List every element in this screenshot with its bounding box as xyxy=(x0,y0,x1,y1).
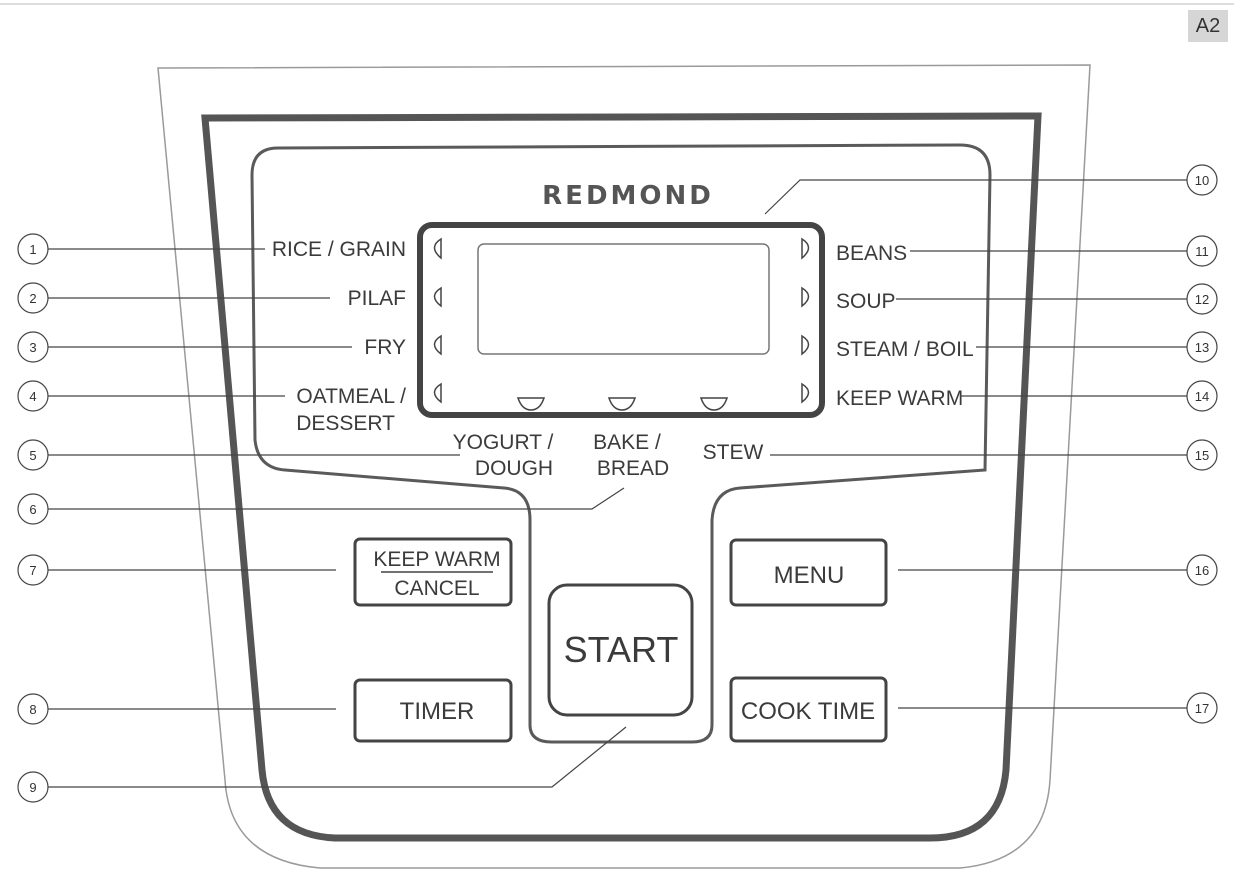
svg-text:6: 6 xyxy=(29,502,36,517)
label-oatmeal: OATMEAL / xyxy=(296,385,406,408)
callout-1: 1 xyxy=(17,233,49,265)
label-pilaf: PILAF xyxy=(348,287,406,310)
start-button[interactable]: START xyxy=(547,583,694,717)
keep-warm-button-label: KEEP WARM xyxy=(373,548,500,571)
callout-10: 10 xyxy=(1186,164,1218,196)
lcd-screen xyxy=(477,243,770,355)
inner-panel xyxy=(250,143,992,744)
label-bread: BREAD xyxy=(597,457,669,480)
svg-text:15: 15 xyxy=(1195,448,1209,463)
callout-11: 11 xyxy=(1186,235,1218,267)
cook-time-button-label: COOK TIME xyxy=(741,698,875,725)
label-dessert: DESSERT xyxy=(296,412,395,435)
indicator-keep-warm xyxy=(801,382,810,404)
callout-3: 3 xyxy=(17,331,49,363)
display-frame xyxy=(417,222,825,418)
svg-text:16: 16 xyxy=(1195,563,1209,578)
indicator-oatmeal xyxy=(433,382,442,404)
cook-time-button[interactable]: COOK TIME xyxy=(729,676,888,743)
label-dough: DOUGH xyxy=(475,457,553,480)
callout-15: 15 xyxy=(1186,439,1218,471)
label-keep-warm: KEEP WARM xyxy=(836,387,963,410)
label-beans: BEANS xyxy=(836,242,907,265)
timer-button[interactable]: TIMER xyxy=(353,678,513,743)
svg-text:14: 14 xyxy=(1195,389,1209,404)
callout-2: 2 xyxy=(17,282,49,314)
page-tag: A2 xyxy=(1188,10,1228,42)
indicator-soup xyxy=(801,286,810,308)
label-stew: STEW xyxy=(703,441,764,464)
callout-7: 7 xyxy=(17,554,49,586)
indicator-rice xyxy=(433,237,442,260)
svg-text:2: 2 xyxy=(29,291,36,306)
timer-button-label: TIMER xyxy=(400,698,475,725)
callout-17: 17 xyxy=(1186,692,1218,724)
menu-button-label: MENU xyxy=(774,562,845,589)
callout-8: 8 xyxy=(17,693,49,725)
svg-text:12: 12 xyxy=(1195,292,1209,307)
callout-14: 14 xyxy=(1186,380,1218,412)
indicator-stew xyxy=(699,397,729,411)
callout-5: 5 xyxy=(17,439,49,471)
callout-12: 12 xyxy=(1186,283,1218,315)
svg-text:1: 1 xyxy=(29,242,36,257)
indicator-yogurt xyxy=(516,397,546,411)
callout-6: 6 xyxy=(17,493,49,525)
label-soup: SOUP xyxy=(836,290,896,313)
brand-logo: REDMOND xyxy=(542,181,714,211)
indicator-beans xyxy=(801,237,810,260)
menu-button[interactable]: MENU xyxy=(729,538,888,607)
indicator-bake xyxy=(607,397,637,411)
svg-text:11: 11 xyxy=(1195,244,1209,259)
keep-warm-cancel-button[interactable]: KEEP WARM CANCEL xyxy=(353,537,513,607)
svg-text:4: 4 xyxy=(29,389,36,404)
svg-text:17: 17 xyxy=(1195,701,1209,716)
cancel-button-label: CANCEL xyxy=(394,577,479,600)
label-steam-boil: STEAM / BOIL xyxy=(836,338,974,361)
indicator-fry xyxy=(433,334,442,356)
start-button-label: START xyxy=(564,629,679,670)
callout-9: 9 xyxy=(17,771,49,803)
svg-text:13: 13 xyxy=(1195,340,1209,355)
callouts: 1 2 3 4 5 6 7 8 9 10 11 12 13 14 15 16 1… xyxy=(17,164,1218,803)
svg-text:8: 8 xyxy=(29,702,36,717)
indicator-pilaf xyxy=(433,286,442,308)
panel-frame xyxy=(201,112,1042,842)
svg-text:10: 10 xyxy=(1195,173,1209,188)
indicator-steam xyxy=(801,334,810,356)
callout-4: 4 xyxy=(17,380,49,412)
svg-text:7: 7 xyxy=(29,563,36,578)
label-yogurt: YOGURT / xyxy=(453,431,554,454)
svg-text:5: 5 xyxy=(29,448,36,463)
appliance-body-outline xyxy=(157,64,1091,869)
callout-13: 13 xyxy=(1186,331,1218,363)
label-bake: BAKE / xyxy=(593,431,661,454)
label-rice-grain: RICE / GRAIN xyxy=(272,238,406,261)
label-fry: FRY xyxy=(364,336,406,359)
svg-text:3: 3 xyxy=(29,340,36,355)
svg-text:9: 9 xyxy=(29,780,36,795)
callout-16: 16 xyxy=(1186,554,1218,586)
leader-lines xyxy=(48,179,1187,788)
